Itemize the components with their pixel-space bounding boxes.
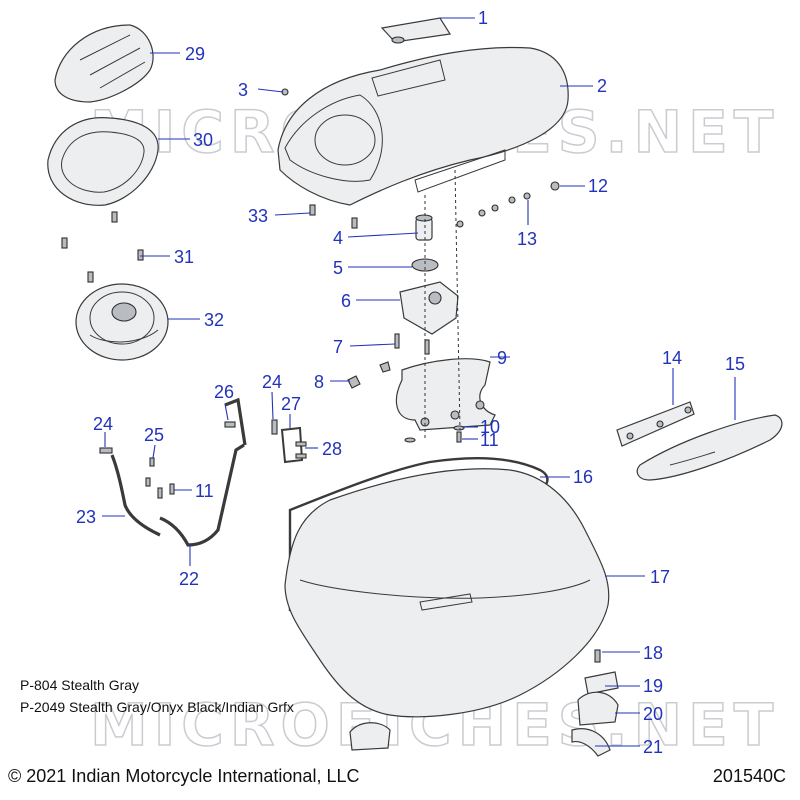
part-14-emblem-bracket bbox=[616, 401, 695, 447]
callout-4: 4 bbox=[333, 228, 343, 248]
callout-10: 10 bbox=[480, 417, 500, 437]
callout-24-center: 24 bbox=[262, 372, 282, 392]
callout-7: 7 bbox=[333, 337, 343, 357]
part-1-cover bbox=[380, 17, 451, 44]
callout-14: 14 bbox=[662, 348, 682, 368]
callout-5: 5 bbox=[333, 258, 343, 278]
callout-15: 15 bbox=[725, 354, 745, 374]
callout-29: 29 bbox=[185, 44, 205, 64]
callout-18: 18 bbox=[643, 643, 663, 663]
part-5-grommet bbox=[411, 258, 439, 272]
part-22-mount-bracket bbox=[159, 397, 247, 547]
part-26-screw bbox=[224, 421, 236, 428]
callout-11-center: 11 bbox=[480, 430, 499, 450]
leader-lines bbox=[102, 17, 736, 747]
part-25-nut bbox=[145, 457, 155, 487]
callout-16: 16 bbox=[573, 467, 593, 487]
callout-23: 23 bbox=[76, 507, 96, 527]
copyright-text: © 2021 Indian Motorcycle International, … bbox=[8, 766, 360, 786]
callout-25: 25 bbox=[144, 425, 164, 445]
callout-27: 27 bbox=[281, 394, 301, 414]
callout-24-left: 24 bbox=[93, 414, 113, 434]
part-33-screw-b bbox=[351, 217, 358, 229]
callout-12: 12 bbox=[588, 176, 608, 196]
part-32-speaker bbox=[75, 283, 169, 361]
callout-6: 6 bbox=[341, 291, 351, 311]
callout-21: 21 bbox=[643, 737, 663, 757]
part-11-screws-left bbox=[157, 483, 175, 499]
callout-17: 17 bbox=[650, 567, 670, 587]
callout-31: 31 bbox=[174, 247, 194, 267]
part-33-screw bbox=[309, 204, 316, 216]
part-30-trim-ring bbox=[47, 117, 159, 206]
part-6-lock-housing bbox=[399, 281, 459, 335]
part-31-screws bbox=[61, 211, 144, 283]
part-11-screw bbox=[456, 431, 462, 443]
callout-1: 1 bbox=[478, 8, 488, 28]
part-12-nut bbox=[550, 181, 560, 191]
part-29-speaker-grille bbox=[54, 24, 154, 103]
callout-22: 22 bbox=[179, 569, 199, 589]
part-21-pad bbox=[571, 728, 611, 757]
callout-20: 20 bbox=[643, 704, 663, 724]
callout-32: 32 bbox=[204, 310, 224, 330]
part-28-screw bbox=[295, 441, 307, 459]
part-8-nut bbox=[347, 361, 391, 389]
callout-28: 28 bbox=[322, 439, 342, 459]
diagram-id: 201540C bbox=[712, 766, 786, 786]
paint-code-note-1: P-804 Stealth Gray bbox=[20, 677, 140, 693]
part-20-bumper bbox=[349, 691, 619, 751]
callout-13: 13 bbox=[517, 229, 537, 249]
callout-11-left: 11 bbox=[195, 481, 214, 501]
callout-33: 33 bbox=[248, 206, 268, 226]
callout-19: 19 bbox=[643, 676, 663, 696]
callout-labels: 1 2 3 33 4 5 6 7 8 9 10 11 12 13 14 15 1… bbox=[76, 8, 745, 757]
part-18-screw bbox=[594, 649, 601, 663]
callout-3: 3 bbox=[238, 80, 248, 100]
part-7-pin bbox=[394, 333, 430, 355]
part-24-screw bbox=[99, 419, 278, 454]
callout-26: 26 bbox=[214, 382, 234, 402]
paint-code-note-2: P-2049 Stealth Gray/Onyx Black/Indian Gr… bbox=[20, 699, 294, 715]
part-13-fasteners bbox=[456, 192, 531, 228]
part-17-saddlebag bbox=[284, 468, 610, 718]
part-15-emblem bbox=[636, 414, 783, 481]
part-2-trunk-lid bbox=[277, 46, 569, 206]
part-23-side-bracket bbox=[110, 454, 161, 537]
callout-30: 30 bbox=[193, 130, 213, 150]
callout-9: 9 bbox=[497, 348, 507, 368]
part-27-clip bbox=[280, 426, 304, 464]
part-19-bracket bbox=[584, 671, 619, 695]
callout-2: 2 bbox=[597, 76, 607, 96]
part-4-bushing bbox=[415, 214, 433, 241]
callout-8: 8 bbox=[314, 372, 324, 392]
part-9-latch-bracket bbox=[395, 358, 496, 431]
part-10-washer bbox=[404, 425, 465, 443]
